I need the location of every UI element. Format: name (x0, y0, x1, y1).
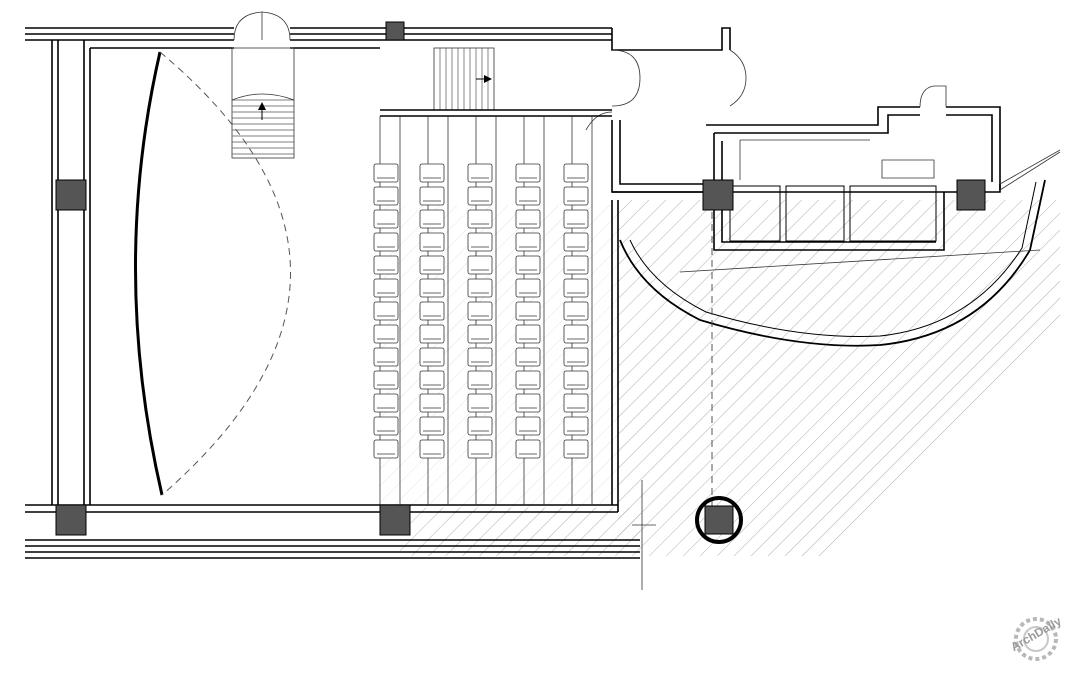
round-column (695, 496, 743, 544)
seat (419, 347, 445, 367)
seat (515, 209, 541, 229)
stair-left (231, 47, 295, 159)
seat (563, 416, 589, 436)
hatched-strip (400, 508, 640, 556)
seat (373, 416, 399, 436)
seat (419, 324, 445, 344)
service-rooms (611, 27, 1001, 512)
seat-grid (373, 163, 589, 459)
seat (419, 163, 445, 183)
seat (563, 232, 589, 252)
projection-screen (134, 51, 164, 496)
seat (563, 393, 589, 413)
seat (419, 439, 445, 459)
seat (373, 209, 399, 229)
seat (373, 232, 399, 252)
seat (373, 255, 399, 275)
seat (563, 370, 589, 390)
seat (419, 278, 445, 298)
seat (515, 232, 541, 252)
seat (373, 370, 399, 390)
seat (419, 393, 445, 413)
seat (419, 416, 445, 436)
seat (563, 301, 589, 321)
seat (563, 439, 589, 459)
seat (419, 301, 445, 321)
seat (419, 255, 445, 275)
seat (467, 393, 493, 413)
seat (563, 324, 589, 344)
seat (515, 370, 541, 390)
seat (515, 186, 541, 206)
seat (467, 439, 493, 459)
seat (467, 186, 493, 206)
seat (563, 209, 589, 229)
seat (563, 255, 589, 275)
seat (467, 255, 493, 275)
seat (467, 301, 493, 321)
seat (563, 347, 589, 367)
seat (467, 232, 493, 252)
doors (233, 11, 947, 131)
seat (373, 301, 399, 321)
seat (515, 278, 541, 298)
seat (373, 439, 399, 459)
seat (373, 278, 399, 298)
seat (515, 416, 541, 436)
structural-columns (55, 21, 986, 544)
seat (515, 301, 541, 321)
seat (515, 347, 541, 367)
seat (373, 347, 399, 367)
outer-walls (25, 27, 640, 559)
seat (373, 324, 399, 344)
seat (515, 255, 541, 275)
seat (467, 278, 493, 298)
seat (373, 186, 399, 206)
seat (563, 163, 589, 183)
seat (515, 393, 541, 413)
seat (419, 232, 445, 252)
seat (515, 324, 541, 344)
hatched-terrace (618, 200, 1060, 556)
seat (419, 186, 445, 206)
seat (419, 370, 445, 390)
projection-arc (159, 51, 291, 496)
seat (467, 324, 493, 344)
seat (515, 163, 541, 183)
seat (467, 163, 493, 183)
seat (373, 163, 399, 183)
seat (515, 439, 541, 459)
curved-balcony (619, 179, 1046, 347)
seat (467, 416, 493, 436)
watermark-stamp (1014, 617, 1058, 661)
seat (563, 278, 589, 298)
seat (467, 370, 493, 390)
seat (419, 209, 445, 229)
seat (467, 347, 493, 367)
seat (467, 209, 493, 229)
seat (563, 186, 589, 206)
stair-top (433, 47, 495, 111)
seat (373, 393, 399, 413)
